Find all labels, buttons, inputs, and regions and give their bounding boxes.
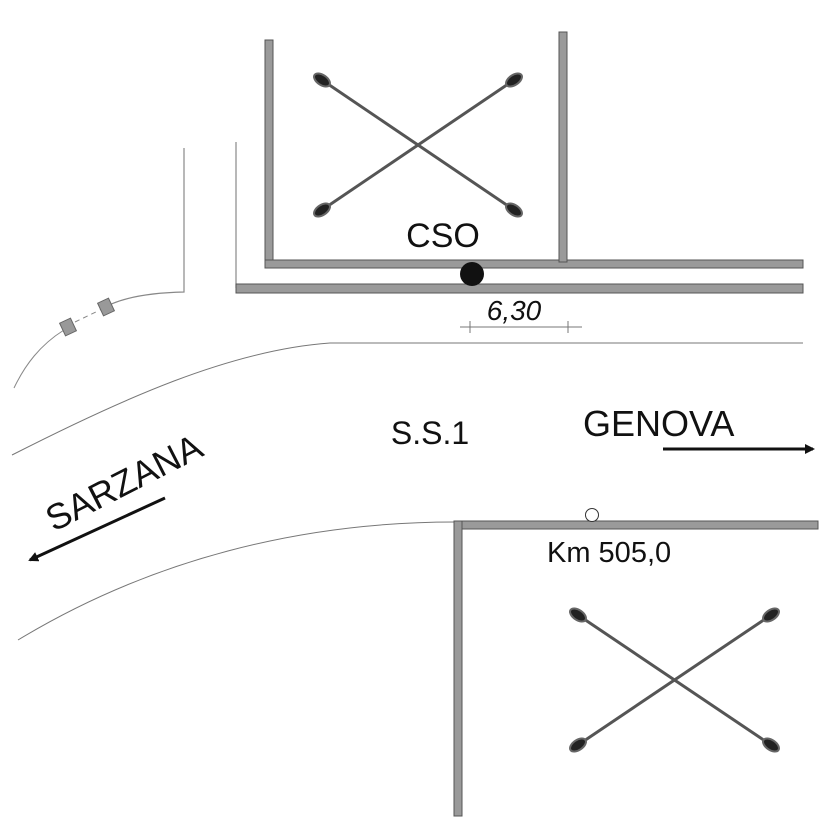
wall: [558, 31, 568, 263]
sarzana-arrow-icon: [28, 496, 166, 562]
gate-post-icon: [96, 297, 116, 317]
side-road-edge: [99, 148, 185, 311]
road-edge-south: [17, 521, 456, 641]
road-label: S.S.1: [391, 415, 469, 451]
wall: [235, 283, 804, 294]
gate-dash: [74, 310, 99, 323]
wall: [264, 39, 274, 269]
km-label: Km 505,0: [547, 537, 671, 569]
side-road-edge-lower: [13, 329, 65, 389]
sarzana-label: SARZANA: [39, 426, 209, 540]
dimension-label: 6,30: [487, 295, 542, 326]
wall: [264, 259, 804, 269]
cso-point-icon: [460, 262, 484, 286]
genova-label: GENOVA: [583, 403, 734, 444]
gate-post-icon: [58, 317, 78, 337]
km-marker-icon: [585, 508, 599, 522]
road-edge-north: [11, 342, 803, 456]
cross-marker-icon: [313, 72, 523, 218]
wall: [453, 520, 819, 530]
cso-label: CSO: [406, 217, 480, 255]
cross-marker-icon: [569, 607, 780, 753]
wall: [453, 520, 463, 817]
building-north: [235, 31, 804, 294]
building-south: [453, 520, 819, 817]
